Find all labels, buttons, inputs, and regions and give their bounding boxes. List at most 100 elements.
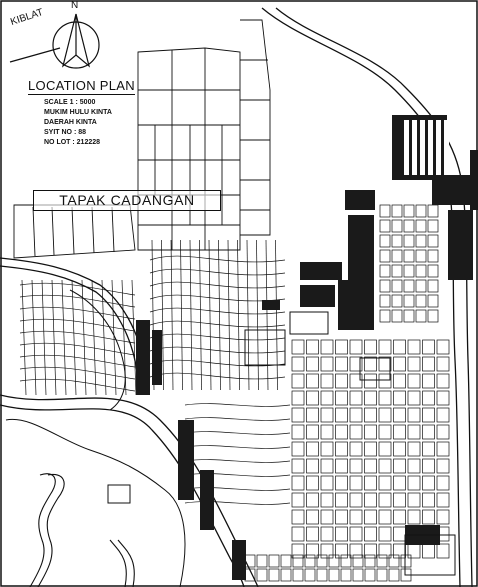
house-lot: [391, 309, 403, 323]
dark-block: [136, 320, 150, 395]
lot-divider: [51, 279, 57, 396]
scale-text: SCALE 1 : 5000: [44, 99, 96, 106]
house-lot: [436, 373, 450, 389]
lot-text: NO LOT : 212228: [44, 139, 101, 146]
house-lot: [403, 264, 415, 278]
house-lot: [403, 234, 415, 248]
house-lot: [378, 339, 392, 355]
house-lot: [291, 441, 305, 457]
house-lot: [379, 264, 391, 278]
house-lot: [291, 356, 305, 372]
residential-grid-west: [19, 239, 291, 505]
house-lot: [320, 492, 334, 508]
house-lot: [320, 441, 334, 457]
house-lot: [403, 204, 415, 218]
house-lot: [364, 356, 377, 372]
house-lot: [335, 373, 348, 389]
house-lot: [378, 441, 392, 457]
house-lot: [415, 249, 427, 263]
house-lot: [306, 390, 319, 406]
house-lot: [422, 339, 435, 355]
street-line: [19, 366, 136, 380]
lot-divider: [41, 279, 47, 396]
house-lot: [436, 390, 450, 406]
house-lot: [349, 356, 363, 372]
house-lot: [335, 543, 348, 559]
house-lot: [436, 339, 450, 355]
house-lot: [291, 492, 305, 508]
house-lot: [436, 458, 450, 474]
house-lot: [427, 204, 439, 218]
house-lot: [427, 249, 439, 263]
lot-divider: [21, 279, 27, 396]
house-lot: [306, 509, 319, 525]
house-lot: [320, 526, 334, 542]
house-lot: [427, 279, 439, 293]
street-line: [184, 487, 291, 491]
street-line: [19, 378, 136, 392]
lot-divider: [256, 239, 259, 391]
daerah-text: DAERAH KINTA: [44, 119, 97, 126]
house-lot: [427, 264, 439, 278]
dark-block: [300, 285, 335, 307]
house-lot: [407, 407, 421, 423]
block-gap: [436, 120, 441, 175]
house-lot: [364, 526, 377, 542]
house-lot: [335, 526, 348, 542]
lot-divider: [189, 239, 193, 391]
house-lot: [427, 234, 439, 248]
street-line: [184, 473, 291, 477]
house-lot: [379, 309, 391, 323]
house-lot: [407, 390, 421, 406]
house-lot: [291, 339, 305, 355]
house-lot: [320, 373, 334, 389]
house-lot: [304, 554, 316, 568]
house-lot: [391, 279, 403, 293]
dark-block: [178, 420, 194, 500]
house-lot: [349, 458, 363, 474]
house-lot: [407, 492, 421, 508]
block-gap: [428, 120, 433, 175]
street-line: [149, 372, 286, 380]
house-lot: [320, 475, 334, 491]
house-lot: [291, 407, 305, 423]
house-lot: [291, 526, 305, 542]
street-line: [19, 330, 136, 344]
block-gap: [404, 120, 409, 175]
house-lot: [291, 475, 305, 491]
house-lot: [427, 294, 439, 308]
house-lot: [403, 219, 415, 233]
house-lot: [393, 390, 406, 406]
block-gap: [412, 120, 417, 175]
house-lot: [335, 339, 348, 355]
lot-divider: [170, 239, 174, 391]
house-lot: [427, 309, 439, 323]
street-line: [184, 431, 291, 435]
street-line: [184, 501, 291, 505]
house-lot: [422, 509, 435, 525]
house-lot: [335, 509, 348, 525]
dark-block: [338, 280, 374, 330]
house-lot: [407, 424, 421, 440]
house-lot: [306, 526, 319, 542]
house-lot: [391, 234, 403, 248]
house-lot: [335, 407, 348, 423]
house-lot: [422, 441, 435, 457]
house-lot: [292, 554, 304, 568]
lot-divider: [71, 279, 77, 396]
lot-divider: [237, 239, 240, 391]
dark-block: [348, 215, 374, 290]
house-lot: [378, 509, 392, 525]
street-line: [149, 281, 286, 289]
house-lot: [407, 543, 421, 559]
house-lot: [364, 543, 377, 559]
house-lot: [378, 543, 392, 559]
house-lot: [407, 356, 421, 372]
house-lot: [391, 219, 403, 233]
house-lot: [349, 543, 363, 559]
dark-block: [300, 262, 342, 280]
house-lot: [328, 554, 340, 568]
house-lot: [436, 509, 450, 525]
lot-divider: [246, 239, 250, 391]
